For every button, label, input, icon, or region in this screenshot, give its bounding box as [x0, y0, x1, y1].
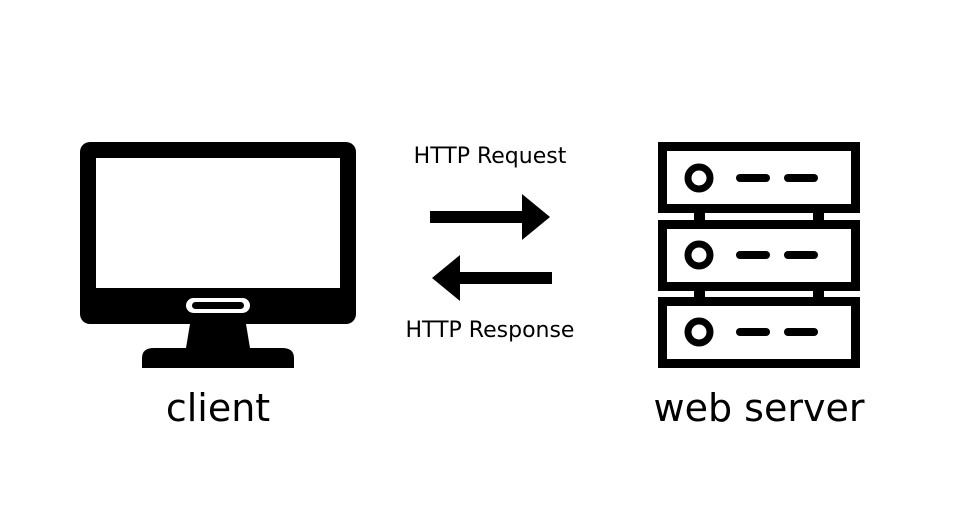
- response-arrow-icon: [432, 255, 552, 301]
- client-label: client: [165, 386, 271, 430]
- server-label: web server: [653, 386, 865, 430]
- request-arrow-icon: [430, 194, 550, 240]
- response-label: HTTP Response: [405, 318, 575, 343]
- server-rack-icon: [658, 142, 860, 368]
- monitor-icon: [80, 142, 356, 368]
- request-label: HTTP Request: [413, 144, 567, 169]
